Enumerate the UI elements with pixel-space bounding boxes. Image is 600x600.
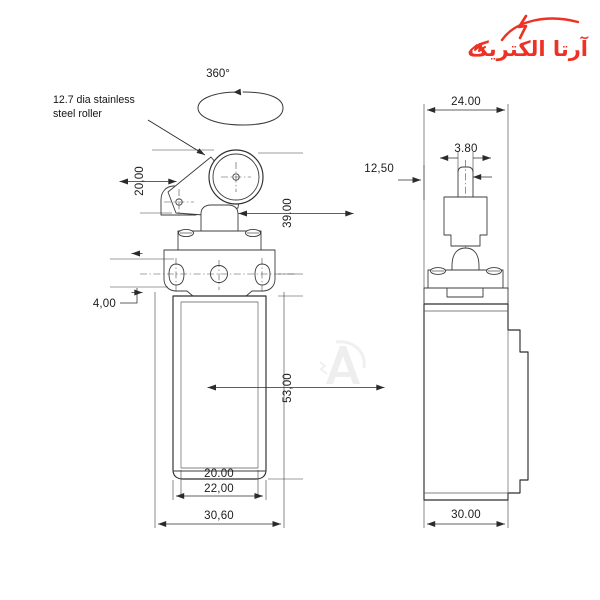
rotation-label: 360° bbox=[206, 68, 230, 80]
plunger-guide-housing bbox=[443, 196, 488, 247]
dim-body-height-text: 53,00 bbox=[282, 373, 294, 403]
roller-lever-assembly bbox=[160, 149, 264, 216]
roller-note-line-1: 12.7 dia stainless bbox=[53, 94, 135, 106]
dim-flange-thickness: 4,00 bbox=[93, 250, 174, 310]
dim-offset-left-text: 12,50 bbox=[364, 163, 394, 175]
dim-body-width-outer-text: 30,60 bbox=[204, 510, 234, 522]
dim-body-width-mid-text: 22,00 bbox=[204, 483, 234, 495]
dim-lever-height-text: 20,00 bbox=[134, 166, 146, 196]
dim-body-depth: 30.00 bbox=[423, 494, 509, 528]
side-head-body bbox=[427, 269, 504, 289]
dim-lever-height: 20,00 bbox=[119, 149, 214, 214]
dim-body-width-inner-text: 20.00 bbox=[204, 468, 234, 480]
dim-body-height: 53,00 bbox=[207, 295, 385, 480]
mounting-flange bbox=[140, 249, 296, 298]
dim-plunger-dia-text: 3.80 bbox=[454, 143, 477, 155]
flange-slot-left bbox=[168, 263, 185, 286]
dim-body-width-outer: 30,60 bbox=[154, 292, 285, 528]
head-plunger-housing bbox=[200, 204, 239, 233]
logo-spark-path bbox=[470, 44, 486, 52]
dim-body-width-inner: 20.00 bbox=[180, 468, 259, 496]
roller-note-leader-line bbox=[147, 119, 206, 156]
logo-spark-icon bbox=[470, 44, 486, 52]
brand-logo[interactable]: آرتا الکتریک bbox=[467, 14, 588, 61]
dim-head-width-text: 24.00 bbox=[451, 96, 481, 108]
logo-bolt bbox=[517, 14, 528, 40]
front-view-geometry bbox=[140, 149, 296, 480]
plunger-dome bbox=[451, 247, 480, 273]
side-body-outline bbox=[423, 303, 529, 501]
lightning-swoosh-icon bbox=[500, 14, 580, 42]
dim-flange-thickness-text: 4,00 bbox=[93, 298, 116, 310]
logo-arc bbox=[500, 17, 580, 42]
brand-name: آرتا الکتریک bbox=[467, 37, 588, 61]
dim-offset-left: 12,50 bbox=[364, 163, 425, 200]
rotation-indicator bbox=[197, 88, 284, 126]
rotation-arrowhead bbox=[233, 88, 242, 96]
flange-slot-right bbox=[254, 263, 271, 286]
body-inner-outline bbox=[180, 301, 259, 469]
dim-head-height-text: 39.00 bbox=[282, 198, 294, 228]
side-flange bbox=[423, 287, 509, 305]
dim-body-depth-text: 30.00 bbox=[451, 509, 481, 521]
dim-body-width-mid: 22,00 bbox=[172, 480, 267, 500]
dim-head-height: 39.00 bbox=[238, 152, 354, 275]
dim-flange-leader bbox=[120, 288, 138, 304]
rotation-ellipse-arc bbox=[197, 91, 284, 126]
roller-note-line-2: steel roller bbox=[53, 108, 102, 120]
side-view-geometry bbox=[423, 160, 529, 501]
side-head-block bbox=[427, 267, 504, 289]
pivot-hub bbox=[175, 198, 183, 206]
plunger-shaft-assembly bbox=[443, 160, 488, 290]
roller-hub bbox=[232, 173, 240, 181]
dim-plunger-dia: 3.80 bbox=[439, 143, 492, 180]
